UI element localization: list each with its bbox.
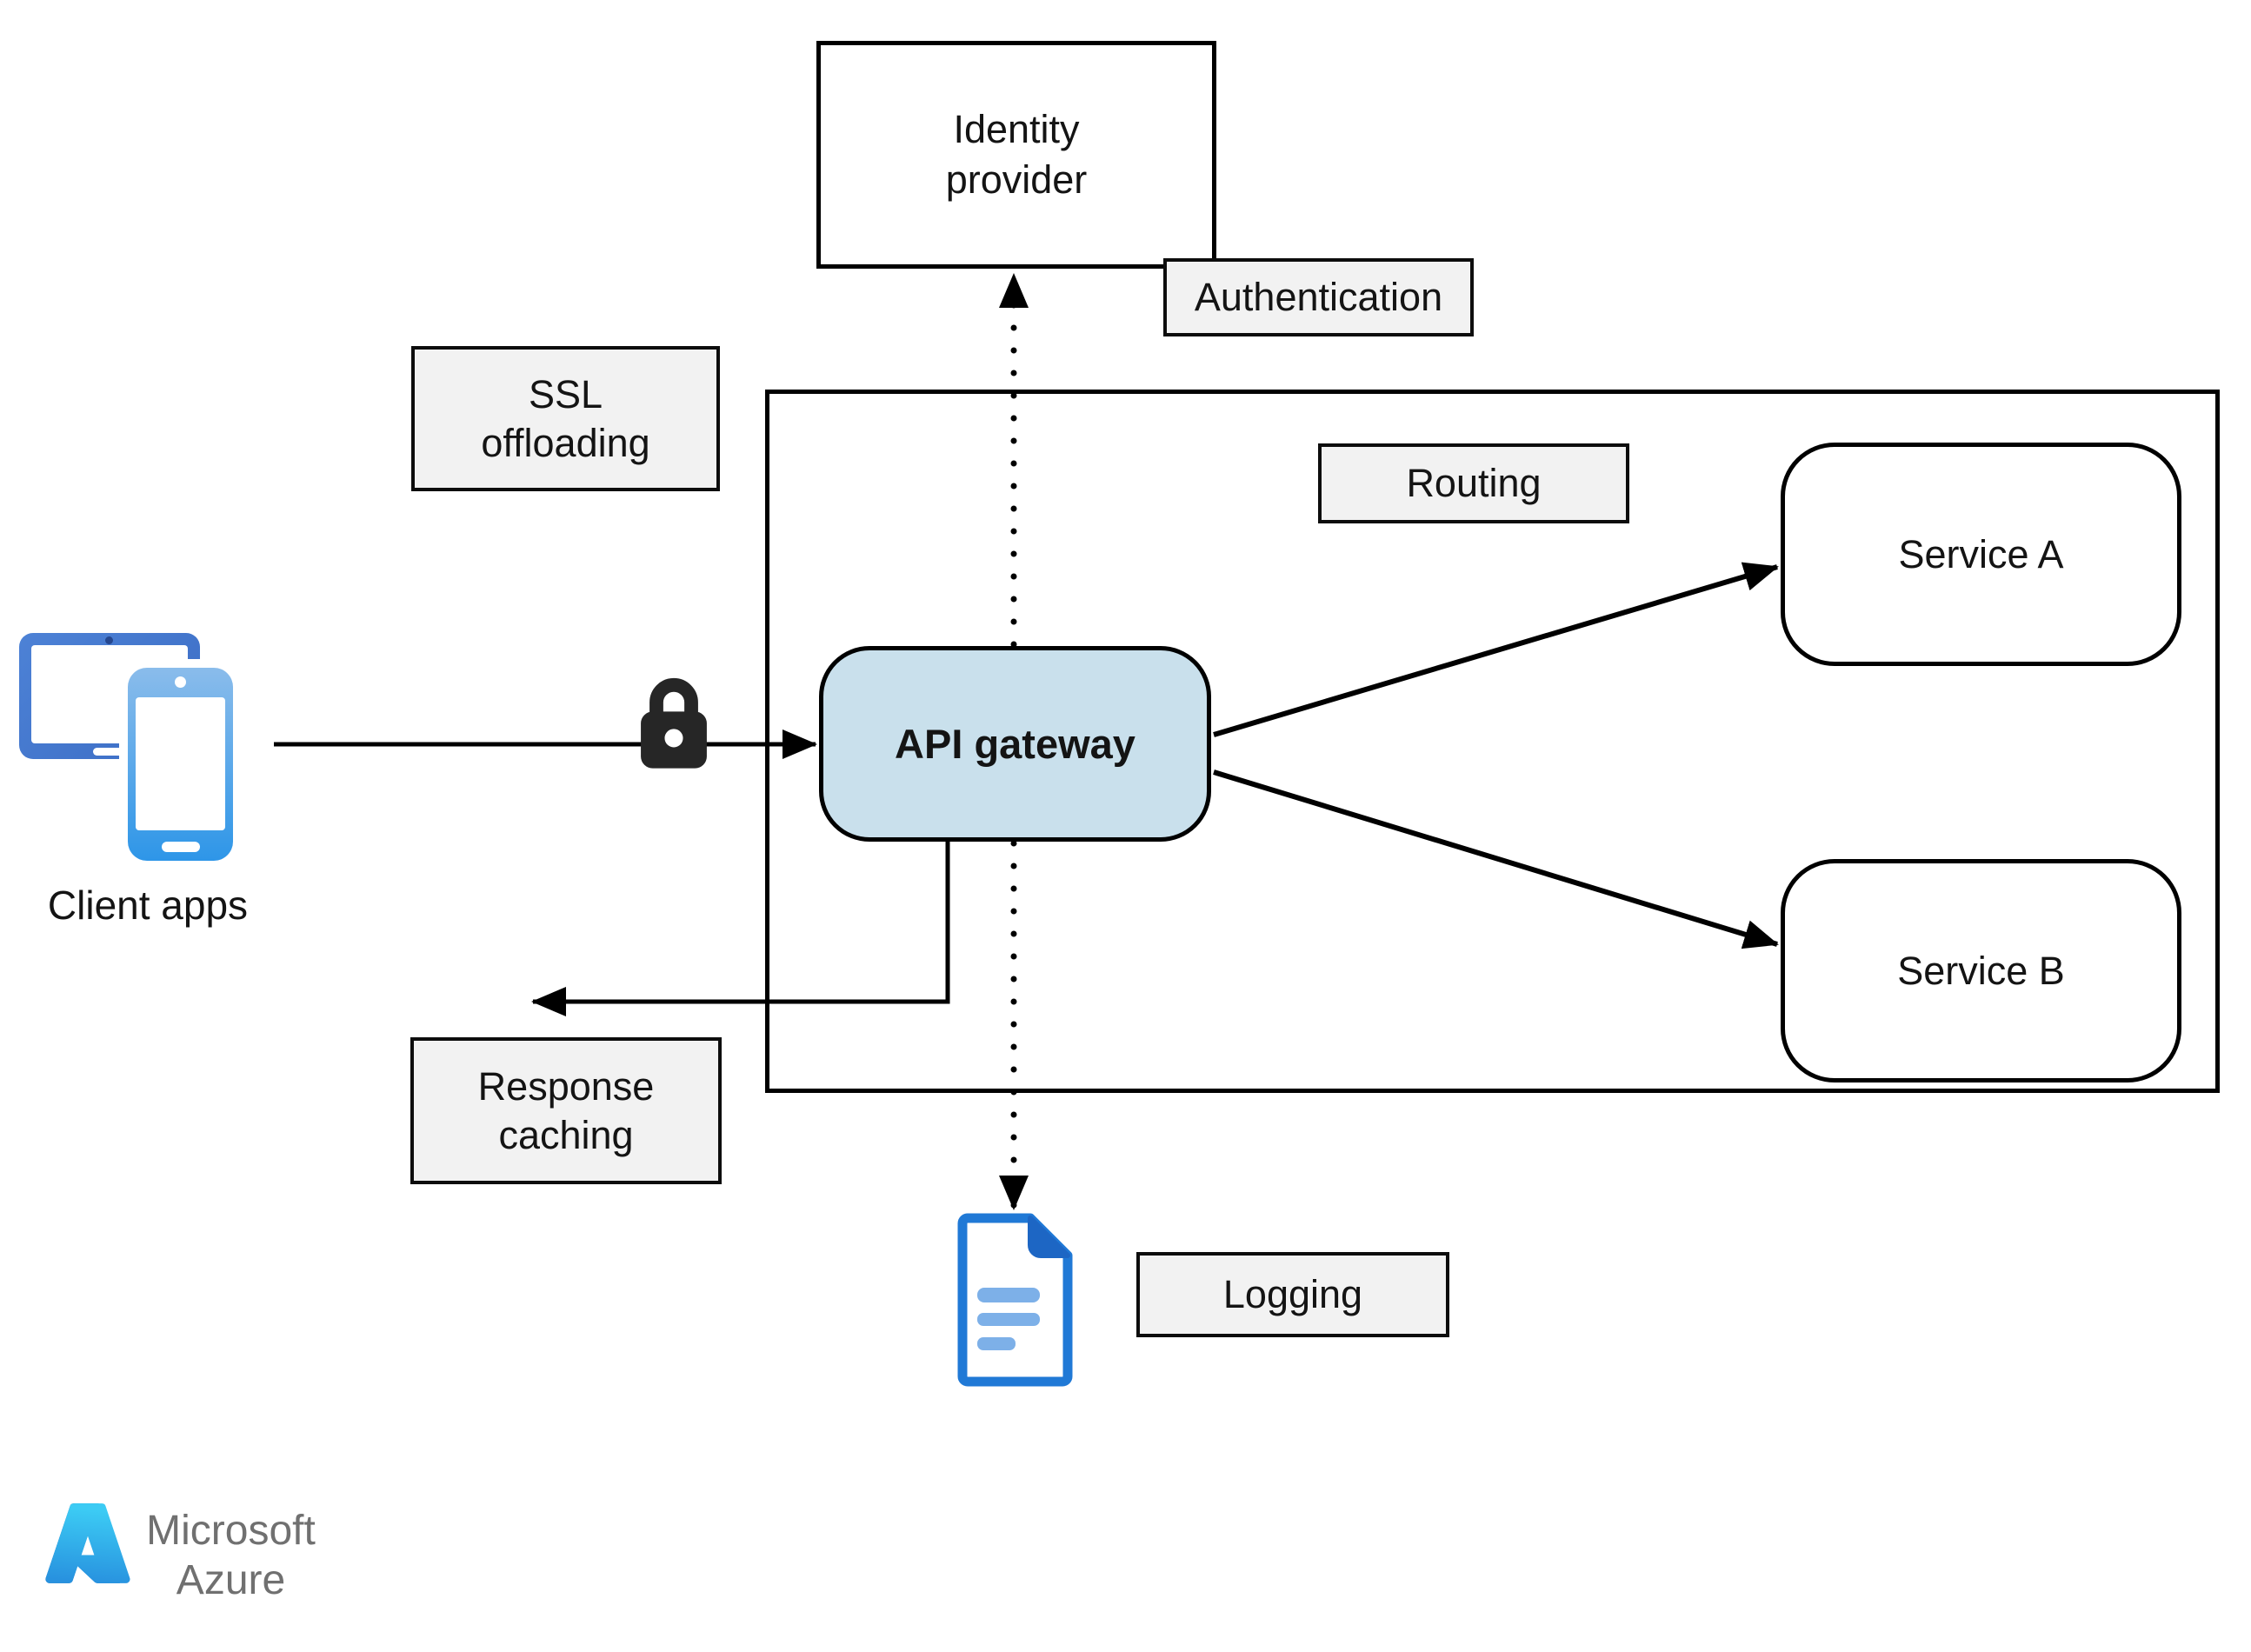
arrow-gateway-to-service-b	[1213, 769, 1779, 949]
service-a-node: Service A	[1781, 443, 2181, 666]
api-gateway-node: API gateway	[819, 646, 1211, 842]
service-b-node: Service B	[1781, 859, 2181, 1082]
lock-icon	[641, 677, 707, 769]
routing-label: Routing	[1318, 443, 1629, 523]
identity-provider-node: Identity provider	[816, 41, 1216, 269]
tablet-camera-dot	[105, 636, 113, 644]
logging-label: Logging	[1136, 1252, 1449, 1337]
response-caching-label: Response caching	[410, 1037, 722, 1184]
log-document-icon	[957, 1213, 1073, 1387]
authentication-label: Authentication	[1163, 258, 1474, 336]
azure-logo	[45, 1503, 130, 1583]
microsoft-azure-wordmark: Microsoft Azure	[146, 1508, 316, 1603]
phone-home-button	[161, 842, 200, 852]
smartphone-icon	[128, 668, 233, 861]
phone-screen	[136, 697, 225, 830]
phone-camera-dot	[174, 676, 186, 688]
ssl-offloading-label: SSL offloading	[411, 346, 720, 491]
tablet-home-button	[93, 748, 126, 756]
arrow-gateway-to-service-a	[1213, 562, 1779, 737]
arrow-response-return	[531, 842, 950, 1016]
client-apps-label: Client apps	[47, 883, 249, 928]
